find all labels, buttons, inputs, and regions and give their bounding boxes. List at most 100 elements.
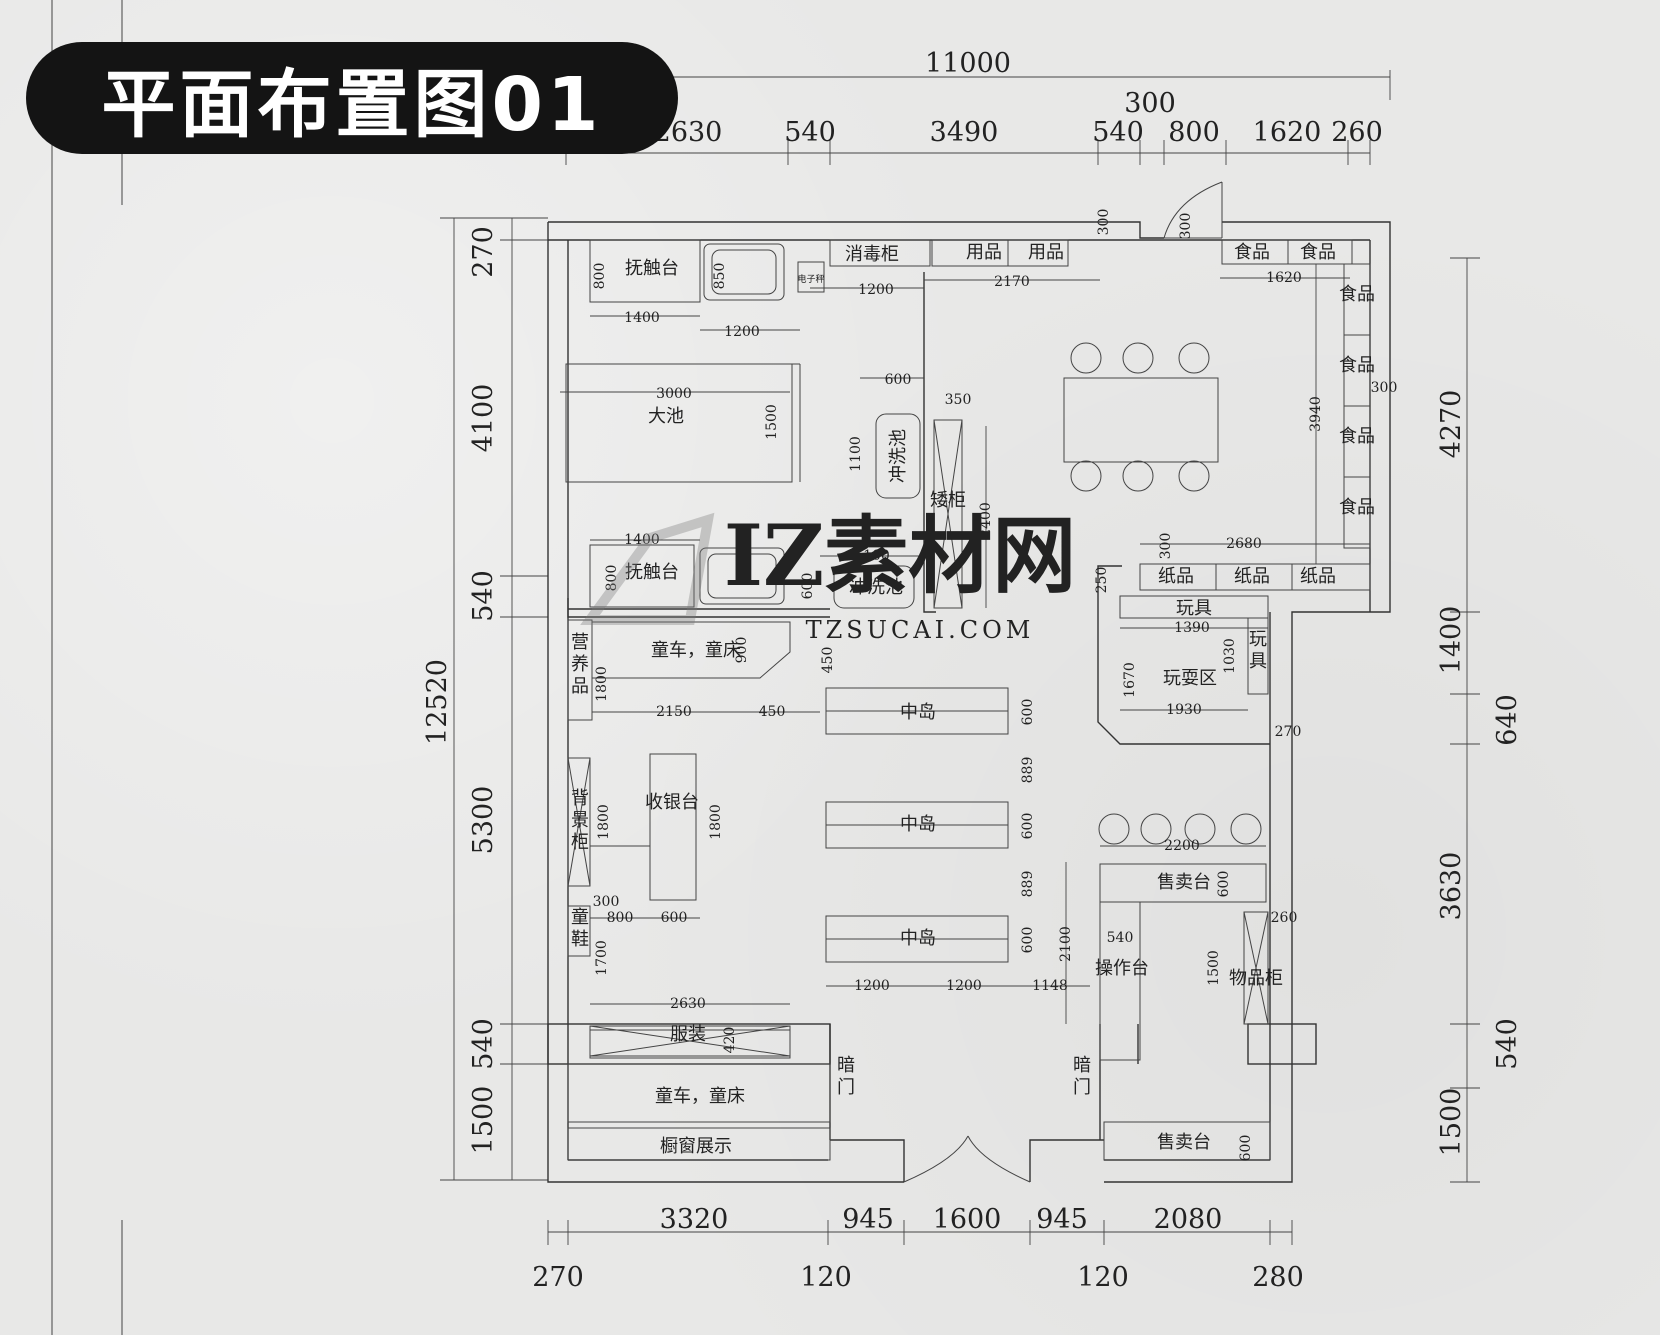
- play-area-label: 玩耍区: [1163, 668, 1217, 689]
- bottom-dimensions: 3320 945 1600 945 2080 270 120 120 280: [532, 1204, 1304, 1293]
- stool-icon: [1098, 813, 1130, 845]
- dim-top: 800: [1168, 117, 1220, 148]
- table-icon: [1063, 377, 1219, 463]
- nutrition: 营养品: [571, 632, 589, 697]
- dim-top: 1620: [1253, 117, 1322, 148]
- dim-bottom-offset: 120: [800, 1262, 852, 1293]
- dim-inner: 2680: [1226, 536, 1262, 552]
- dim-inner: 800: [604, 565, 620, 592]
- supplies-2: 用品: [1028, 242, 1064, 263]
- dim-inner: 1670: [1122, 662, 1138, 698]
- dim-inner: 600: [1020, 813, 1036, 840]
- dim-inner: 600: [1216, 871, 1232, 898]
- left-dimensions: 12520 270 4100 540 5300 540 1500: [422, 217, 548, 1181]
- dim-inner: 300: [1096, 209, 1112, 236]
- dim-left: 4100: [468, 384, 499, 453]
- dim-inner: 420: [722, 1027, 738, 1054]
- dim-bottom: 945: [1036, 1204, 1088, 1235]
- food-side: 食品: [1339, 284, 1375, 305]
- dim-inner: 300: [593, 894, 620, 910]
- dim-inner: 250: [1094, 567, 1110, 594]
- paper-2: 纸品: [1234, 566, 1270, 587]
- paper-3: 纸品: [1300, 566, 1336, 587]
- dim-inner: 1200: [858, 282, 894, 298]
- storage-cabinet: 物品柜: [1229, 968, 1283, 989]
- dim-inner: 1148: [1032, 978, 1068, 994]
- dim-inner: 3000: [656, 386, 692, 402]
- touch-table-1: 抚触台: [625, 258, 679, 279]
- dim-inner: 2400: [978, 502, 994, 538]
- dim-bottom: 3320: [660, 1204, 729, 1235]
- dim-bottom: 2080: [1154, 1204, 1223, 1235]
- watermark-main: IZ素材网: [724, 506, 1077, 605]
- food-side: 食品: [1339, 426, 1375, 447]
- hidden-door-1: 暗门: [837, 1055, 855, 1098]
- dim-inner: 1400: [624, 310, 660, 326]
- dim-right: 540: [1492, 1018, 1523, 1070]
- watermark: IZ素材网 TZSUCAI.COM: [580, 506, 1077, 644]
- sink-icon: [703, 243, 785, 301]
- dim-left-total: 12520: [422, 659, 453, 745]
- play-area: 玩具 玩具 玩耍区: [1097, 565, 1270, 745]
- dim-inner: 300: [1178, 213, 1194, 240]
- dim-left: 5300: [468, 786, 499, 855]
- clothing: 服装: [670, 1024, 706, 1045]
- dim-inner: 800: [592, 263, 608, 290]
- stool-icon: [1140, 813, 1172, 845]
- sink-icon: [699, 547, 785, 605]
- watermark-sub: TZSUCAI.COM: [806, 616, 1035, 644]
- dim-bottom-offset: 270: [532, 1262, 584, 1293]
- dim-inner: 2100: [1058, 926, 1074, 962]
- dim-inner: 2200: [1164, 838, 1200, 854]
- food-1: 食品: [1234, 242, 1270, 263]
- dim-top: 260: [1331, 117, 1383, 148]
- stool-icon: [1184, 813, 1216, 845]
- dim-left: 540: [468, 570, 499, 622]
- paper-1: 纸品: [1158, 566, 1194, 587]
- dim-inner: 1100: [848, 436, 864, 472]
- wash-pool-1: 冲洗池: [888, 429, 909, 483]
- island-2: 中岛: [900, 814, 936, 835]
- dim-top-total: 11000: [925, 48, 1011, 79]
- kitchen: 抚触台 电子秤 消毒柜 用品 用品 大池 冲洗池 矮柜 抚触台 冲洗池: [565, 239, 1069, 609]
- dim-left: 270: [468, 226, 499, 278]
- dim-inner: 1500: [764, 404, 780, 440]
- dim-inner: 1200: [724, 324, 760, 340]
- hidden-door-2: 暗门: [1073, 1055, 1091, 1098]
- stroller-bed-2: 童车，童床: [655, 1086, 745, 1107]
- dim-inner: 2630: [670, 996, 706, 1012]
- low-cabinet: 矮柜: [930, 490, 966, 511]
- dim-top: 540: [1092, 117, 1144, 148]
- dim-inner: 600: [661, 910, 688, 926]
- dim-inner: 450: [820, 647, 836, 674]
- dim-inner: 600: [800, 573, 816, 600]
- inner-dimensions: 800 850 1400 1200 1200 2170 300 300 1620…: [560, 209, 1398, 1161]
- dim-inner: 2150: [656, 704, 692, 720]
- dim-inner: 1700: [594, 940, 610, 976]
- dim-inner: 300: [1371, 380, 1398, 396]
- dim-inner: 1390: [1174, 620, 1210, 636]
- electric-scale-label: 电子秤: [797, 273, 824, 285]
- wash-pool-2: 冲洗池: [849, 577, 903, 598]
- bathtub-icon: [833, 565, 915, 609]
- electric-scale-icon: [797, 261, 825, 293]
- dim-left: 1500: [468, 1086, 499, 1155]
- dim-bottom-offset: 120: [1077, 1262, 1129, 1293]
- title-badge: 平面布置图01: [26, 42, 678, 154]
- dim-bottom-offset: 280: [1252, 1262, 1304, 1293]
- chair-icon: [1122, 460, 1154, 492]
- dim-inner: 260: [1271, 910, 1298, 926]
- dim-inner: 1800: [596, 804, 612, 840]
- food-side: 食品: [1339, 497, 1375, 518]
- doors: [903, 181, 1223, 1183]
- right-dimensions: 4270 1400 640 3630 540 1500: [1436, 257, 1523, 1183]
- dim-inner: 1200: [854, 978, 890, 994]
- toy: 玩具: [1176, 598, 1212, 619]
- dim-inner: 450: [759, 704, 786, 720]
- dim-inner: 1100: [854, 548, 890, 564]
- islands: 中岛 中岛 中岛: [825, 687, 1009, 963]
- dim-inner: 600: [1020, 927, 1036, 954]
- dim-inner: 1400: [624, 532, 660, 548]
- stroller-bed-1: 童车，童床: [651, 640, 741, 661]
